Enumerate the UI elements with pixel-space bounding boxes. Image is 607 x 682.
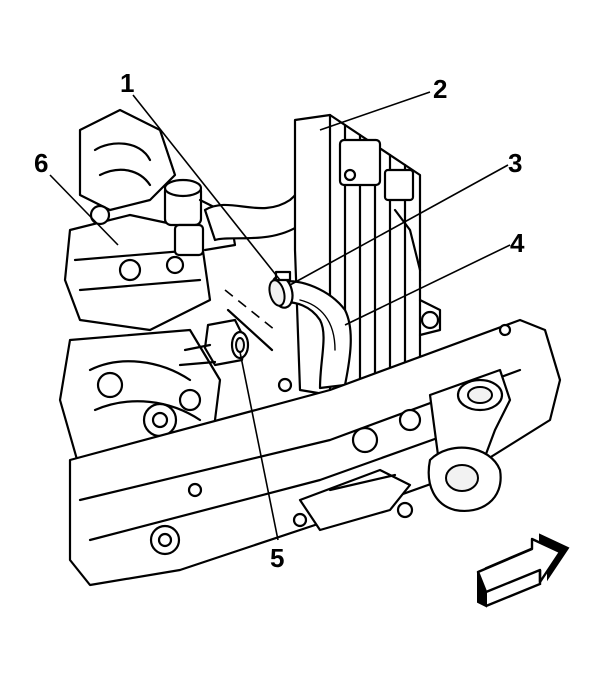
leader-lines [49,91,511,541]
callout-4: 4 [510,228,525,258]
callout-5: 5 [270,543,284,573]
leader-line-3 [289,164,509,286]
callout-2: 2 [433,74,447,104]
hose-clamp [268,270,294,309]
leader-line-5 [239,351,279,541]
alignment-dashed-line [224,289,276,331]
hose-route-line [226,308,274,352]
frame-crossmember [68,318,562,587]
coolant-outlet [178,318,250,367]
radiator [293,113,442,397]
callout-3: 3 [508,148,522,178]
radiator-cap [163,178,237,257]
leader-line-4 [344,244,511,326]
fasteners [277,168,512,519]
engine-assembly [58,108,222,492]
leader-line-6 [49,174,119,246]
leader-line-1 [132,94,281,281]
leader-line-2 [319,91,431,131]
callout-1: 1 [120,68,134,98]
front-view-arrow-icon [476,533,570,608]
callout-6: 6 [34,148,48,178]
lower-radiator-hose [280,280,352,390]
